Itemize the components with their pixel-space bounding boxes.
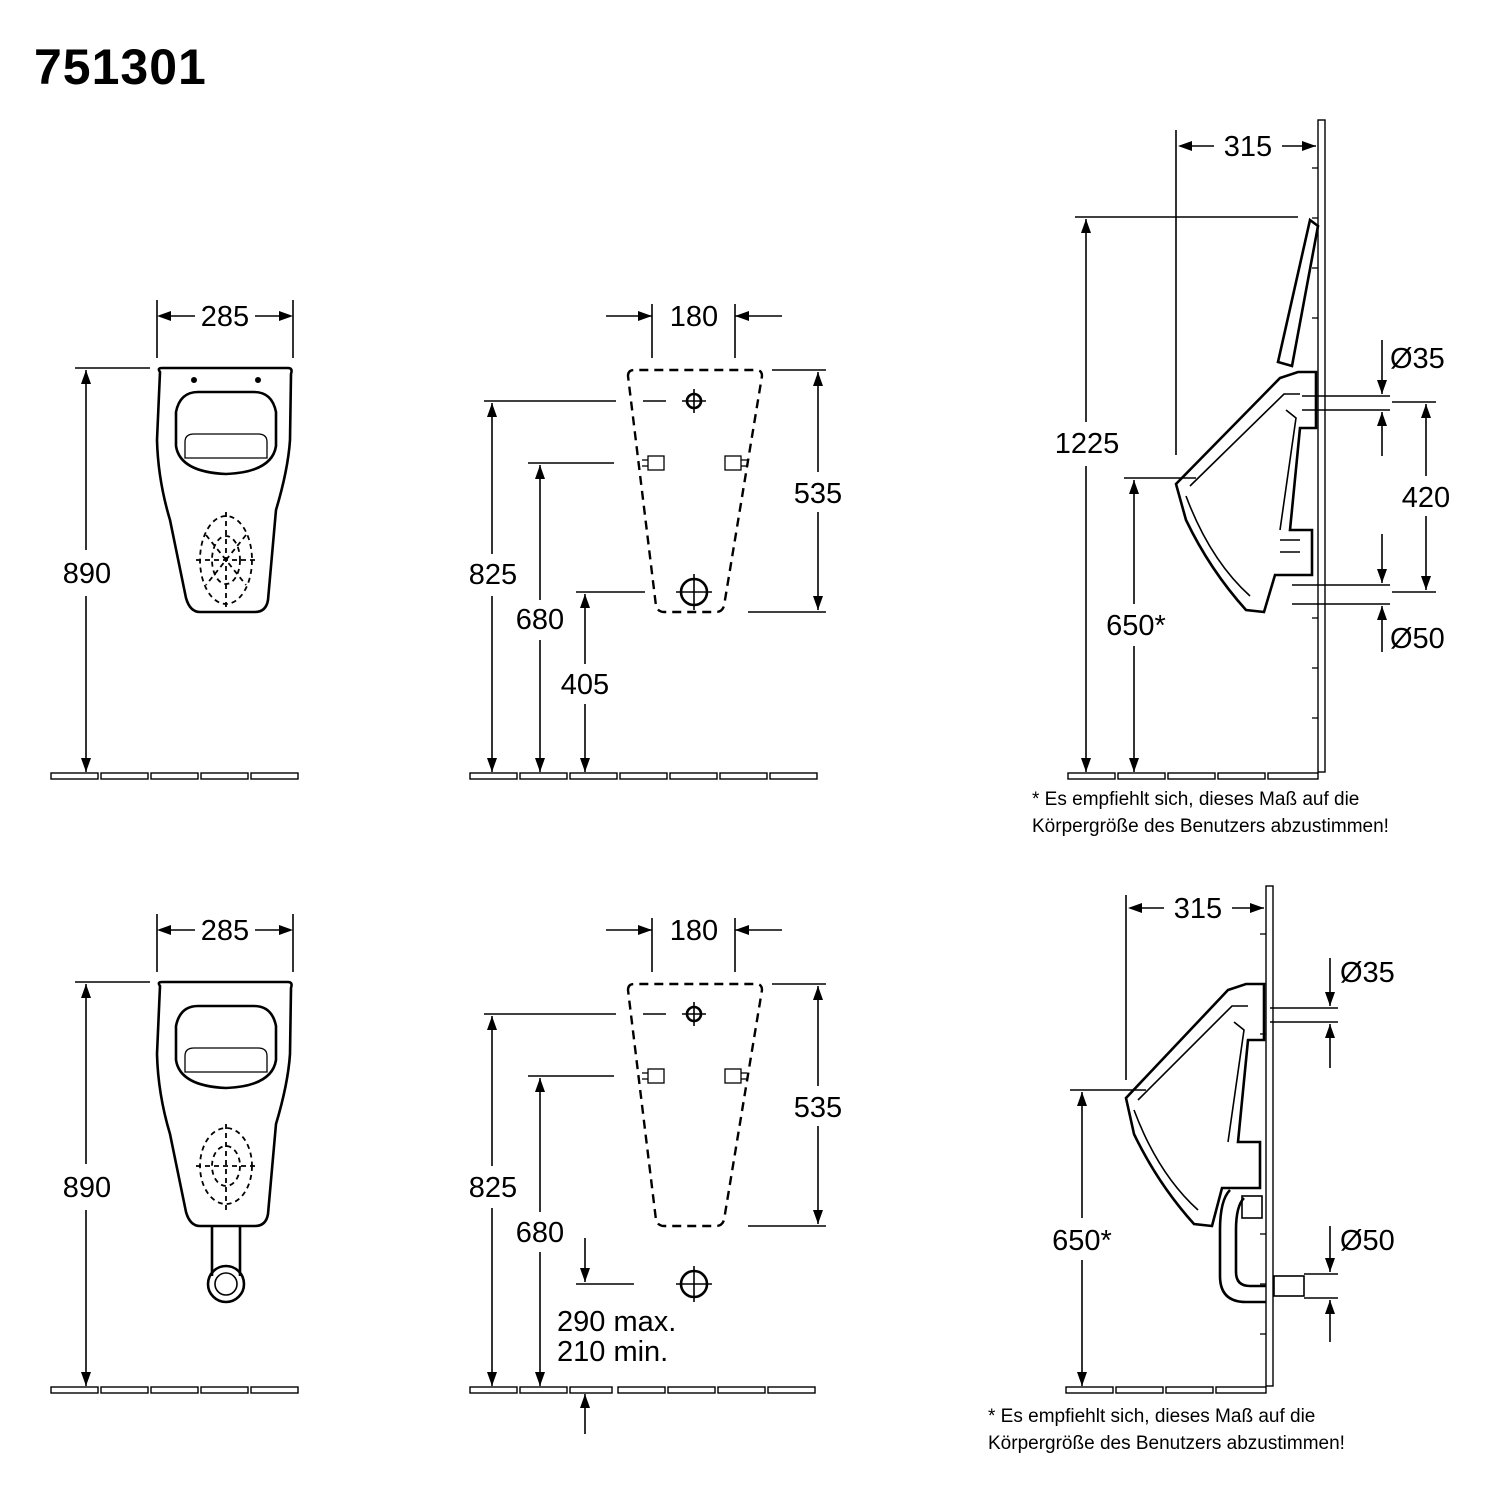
footnote-line-1: * Es empfiehlt sich, dieses Maß auf die (1032, 789, 1360, 810)
fixing-bolt-left (642, 455, 665, 471)
dim-fix-width: 180 (670, 915, 718, 947)
dim-outlet-dia: Ø50 (1390, 623, 1445, 655)
bowl-opening (174, 390, 278, 476)
rear-view-top: 180 535 825 680 405 (469, 301, 842, 780)
dim-width: 285 (201, 301, 249, 333)
bowl-opening (174, 1004, 278, 1090)
dim-inlet-dia: Ø35 (1340, 957, 1395, 989)
dim-width: 285 (201, 915, 249, 947)
dim-depth: 315 (1224, 131, 1272, 163)
side-view-top: 315 1225 650* Ø35 420 Ø50 (1055, 119, 1450, 780)
urinal-profile (1124, 982, 1266, 1228)
footnote-line-2: Körpergröße des Benutzers abzustimmen! (1032, 816, 1389, 837)
urinal-profile (1174, 370, 1318, 614)
dim-height: 890 (63, 558, 111, 590)
product-number: 751301 (34, 39, 207, 95)
footnote-top: * Es empfiehlt sich, dieses Maß auf die … (1032, 786, 1389, 840)
dim-fix-height: 535 (794, 1092, 842, 1124)
dim-fix-width: 180 (670, 301, 718, 333)
floor-line (469, 1386, 816, 1394)
dim-depth: 315 (1174, 893, 1222, 925)
fixing-bolt-left (642, 1068, 665, 1084)
floor-line (1065, 1386, 1267, 1394)
dim-drain-min: 210 min. (557, 1336, 668, 1368)
footnote-line-2: Körpergröße des Benutzers abzustimmen! (988, 1433, 1345, 1454)
dim-fix-height: 535 (794, 478, 842, 510)
floor-line (50, 1386, 299, 1394)
front-view-top: 285 890 (50, 300, 299, 780)
footnote-bottom: * Es empfiehlt sich, dieses Maß auf die … (988, 1403, 1345, 1457)
inlet-symbol (682, 1002, 706, 1026)
flush-valve (1276, 217, 1320, 368)
wall (1260, 885, 1274, 1387)
rear-view-bottom: 180 535 825 680 290 max. 210 min. (469, 915, 842, 1434)
dim-height-total: 1225 (1055, 428, 1120, 460)
front-view-bottom: 285 890 (50, 914, 299, 1394)
dim-825: 825 (469, 559, 517, 591)
dim-rim-height: 650* (1106, 610, 1166, 642)
outlet-symbol (676, 574, 712, 610)
dim-height: 890 (63, 1172, 111, 1204)
floor-line (1067, 772, 1319, 780)
footnote-line-1: * Es empfiehlt sich, dieses Maß auf die (988, 1406, 1316, 1427)
urinal-front-outline (155, 980, 293, 1228)
fixing-outline (626, 982, 764, 1228)
drain-dashed-pattern (196, 1124, 256, 1210)
dim-inlet-outlet: 420 (1402, 482, 1450, 514)
urinal-front-outline (155, 366, 293, 614)
floor-line (469, 772, 818, 780)
side-view-bottom: 315 650* Ø35 Ø50 (1052, 885, 1395, 1394)
dim-680: 680 (516, 604, 564, 636)
drain-dashed-pattern (196, 512, 256, 608)
fixing-bolt-right (724, 455, 747, 471)
dim-outlet-dia: Ø50 (1340, 1225, 1395, 1257)
dim-825: 825 (469, 1172, 517, 1204)
fixing-bolt-right (724, 1068, 747, 1084)
dim-drain-max: 290 max. (557, 1306, 676, 1338)
siphon-trap (1218, 1189, 1266, 1304)
dim-680: 680 (516, 1217, 564, 1249)
fixing-outline (626, 368, 764, 614)
dim-405: 405 (561, 669, 609, 701)
floor-outlet-symbol (676, 1266, 712, 1302)
floor-line (50, 772, 299, 780)
dim-inlet-dia: Ø35 (1390, 343, 1445, 375)
dim-rim-height: 650* (1052, 1225, 1112, 1257)
inlet-symbol (682, 389, 706, 413)
siphon-trap (206, 1226, 246, 1304)
wall (1312, 119, 1326, 773)
